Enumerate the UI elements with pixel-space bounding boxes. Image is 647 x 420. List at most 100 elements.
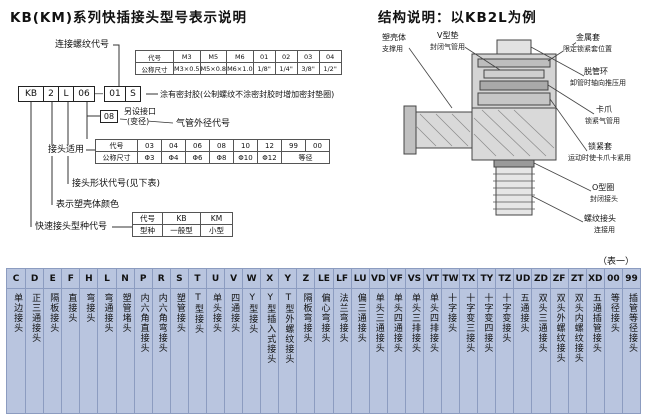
table-cell: 代号	[135, 50, 174, 63]
shape-desc-S: 塑管接头	[169, 289, 188, 413]
callout-shell-name: 塑壳体	[382, 33, 406, 43]
model-box-6: S	[125, 86, 141, 102]
shape-table-body-row: 单边接头正三通接头隔板接头直接头弯接头弯通接头塑管堵头内六角直接头内六角弯接头塑…	[7, 289, 640, 413]
shape-desc-ZT: 双头内螺纹接头	[567, 289, 586, 413]
shape-desc-P: 内六角直接头	[133, 289, 152, 413]
table-cell: 10	[233, 139, 258, 152]
shape-desc-C: 单边接头	[12, 293, 23, 333]
shape-desc-ZD: 双头三通接头	[531, 289, 549, 413]
table-cell: 代号	[132, 212, 163, 225]
shape-desc-E: 隔板接头	[43, 289, 61, 413]
model-box-1: 2	[43, 86, 59, 102]
table-cell: Φ8	[209, 151, 234, 164]
arm-cap-shape	[403, 105, 417, 155]
table-cell: KB	[162, 212, 201, 225]
table-cell: 1/4"	[274, 62, 298, 75]
shape-desc-00: 等径接头	[603, 289, 622, 413]
callout-vgasket-desc: 封闭气管用	[430, 43, 465, 52]
callout-locksleeve-name: 锁紧套	[588, 142, 612, 152]
shape-col-ZF: ZF	[549, 269, 568, 289]
v-gasket-shape	[483, 69, 545, 79]
callout-claw-name: 卡爪	[596, 105, 612, 115]
table-cell: 04	[318, 50, 342, 63]
thread-code-label: 连接螺纹代号	[55, 40, 110, 51]
callout-threadfitting-name: 螺纹接头	[584, 214, 616, 224]
shape-desc-LU: 偏三通接头	[350, 289, 369, 413]
table-cell: M5	[199, 50, 228, 63]
shape-desc-LF: 法兰弯接头	[332, 289, 351, 413]
table-cell: M3	[173, 50, 201, 63]
shape-col-U: U	[205, 269, 225, 289]
shape-desc-D: 正三通接头	[25, 289, 43, 413]
shape-col-VS: VS	[404, 269, 423, 289]
table-cell: Φ3	[137, 151, 162, 164]
shape-code-label: 接头形状代号(见下表)	[72, 179, 161, 190]
elbow-arm-shape	[413, 111, 473, 149]
table-cell: M3×0.5	[173, 62, 201, 75]
table-cell: M5×0.8	[199, 62, 228, 75]
shape-col-N: N	[115, 269, 134, 289]
shape-desc-X: Y型插入式接头	[260, 289, 278, 413]
table-cell: 02	[274, 50, 298, 63]
table-cell: 99	[281, 139, 306, 152]
left-title: KB(KM)系列快插接头型号表示说明	[10, 10, 247, 26]
table-cell: 06	[185, 139, 210, 152]
callout-metalsleeve-name: 金属套	[576, 33, 600, 43]
model-box-0: KB	[18, 86, 44, 102]
table-cell: 1/8"	[252, 62, 276, 75]
callout-oring-name: O型圈	[592, 183, 615, 193]
o-ring-shape	[493, 159, 535, 168]
table-cell: 公称尺寸	[95, 151, 138, 164]
claw-shape	[479, 80, 549, 91]
shape-col-D: D	[25, 269, 44, 289]
tube-od-label: 气管外径代号	[176, 119, 231, 130]
metal-sleeve-shape	[477, 58, 551, 68]
shape-desc-TW: 十字接头	[441, 289, 459, 413]
shape-col-LU: LU	[350, 269, 369, 289]
table-cell: 03	[296, 50, 320, 63]
callout-metalsleeve-desc: 限定锁紧套位置	[563, 45, 612, 54]
shape-col-UD: UD	[513, 269, 532, 289]
shape-col-VD: VD	[368, 269, 387, 289]
extra-port-sub-label: (变径)	[127, 117, 150, 127]
shape-desc-VF: 单头四通接头	[386, 289, 405, 413]
shape-desc-XD: 五通插管接头	[585, 289, 604, 413]
model-box-3: 06	[73, 86, 95, 102]
table-cell: 00	[305, 139, 330, 152]
shape-desc-T: T型接头	[187, 289, 206, 413]
release-ring-shape	[496, 39, 532, 56]
callout-vgasket-name: V型垫	[437, 31, 459, 41]
table-cell: 代号	[95, 139, 138, 152]
shape-col-Y: Y	[278, 269, 297, 289]
table-cell: 一般型	[162, 224, 201, 237]
table-cell: 3/8"	[296, 62, 320, 75]
shape-col-XD: XD	[585, 269, 604, 289]
shape-col-00: 00	[603, 269, 622, 289]
shape-desc-U: 单头接头	[205, 289, 224, 413]
shape-desc-TY: 十字变四接头	[477, 289, 495, 413]
thread-stem-shape	[495, 166, 533, 216]
table-cell: KM	[200, 212, 233, 225]
extra-port-code-box: 08	[100, 110, 118, 123]
model-box-4: —	[94, 89, 104, 99]
shape-desc-N: 塑管堵头	[115, 289, 134, 413]
right-title: 结构说明：以KB2L为例	[378, 10, 537, 26]
shape-col-W: W	[242, 269, 261, 289]
shape-desc-VD: 单头三通接头	[368, 289, 387, 413]
shape-desc-Z: 隔板弯接头	[296, 289, 314, 413]
table-cell: 1/2"	[318, 62, 342, 75]
table-cell: 12	[257, 139, 282, 152]
fitting-apply-label: 接头适用	[48, 145, 85, 156]
table-cell: 型种	[132, 224, 163, 237]
shape-desc-V: 四通接头	[224, 289, 242, 413]
shape-col-Z: Z	[296, 269, 315, 289]
shape-col-E: E	[43, 269, 62, 289]
shape-col-L: L	[97, 269, 116, 289]
table-cell: 03	[137, 139, 162, 152]
table-cell: M6×1.0	[226, 62, 254, 75]
